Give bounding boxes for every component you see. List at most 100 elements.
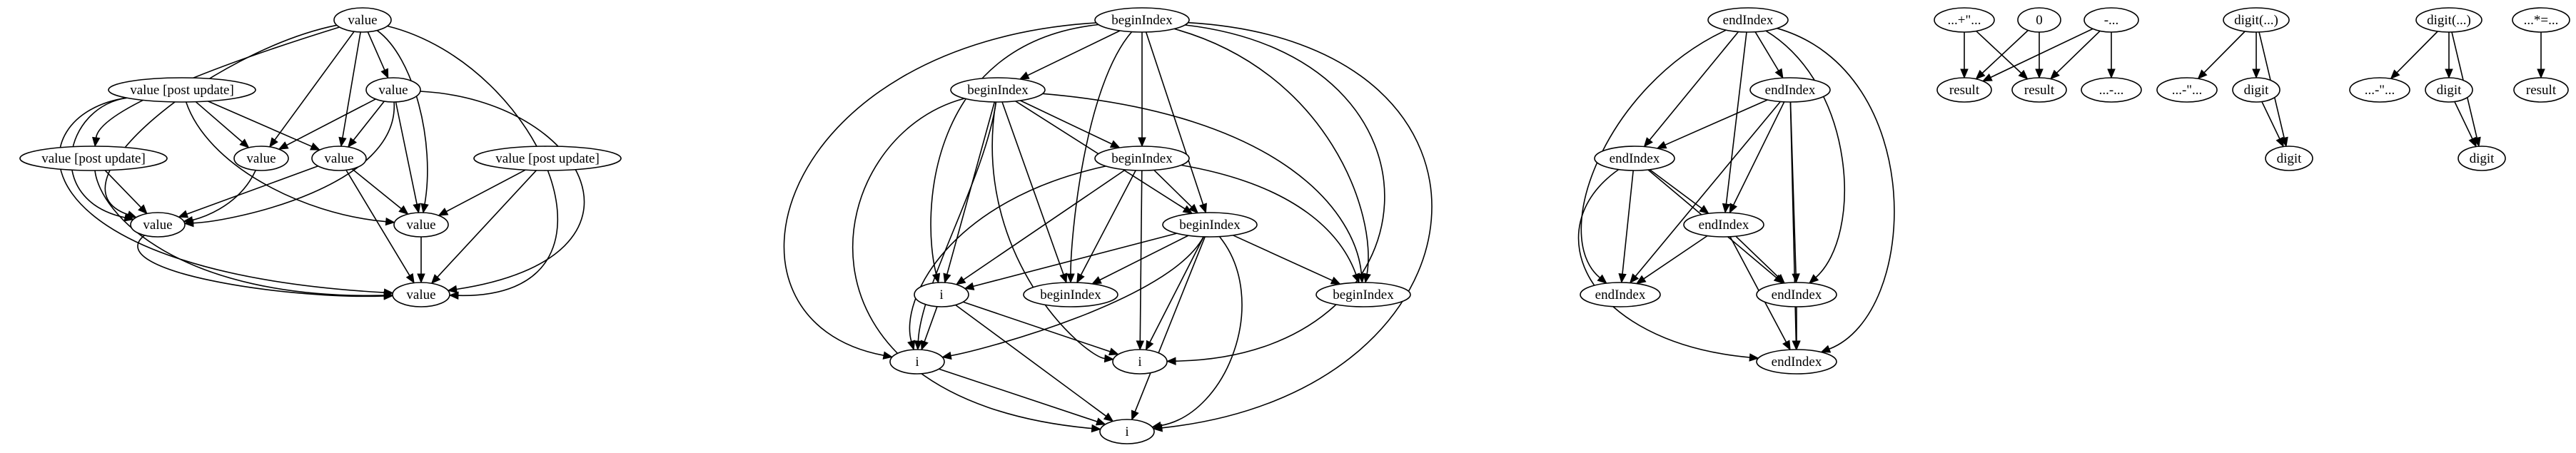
node-label: i (939, 287, 943, 302)
graph-node-e-4: endIndex (1580, 282, 1661, 307)
node-ellipse (2513, 77, 2569, 103)
arrowhead (2018, 69, 2029, 80)
edge-r-0-to-r-1 (1981, 29, 2029, 74)
arrowhead (1643, 137, 1653, 148)
arrowhead (1095, 417, 1106, 426)
graph-node-r-2: result (2011, 77, 2067, 103)
node-ellipse (1099, 419, 1155, 444)
arrowhead (1820, 345, 1832, 353)
edge-r-s1-to-r-2 (1976, 31, 2022, 74)
graph-node-e-6: endIndex (1756, 349, 1837, 375)
arrowhead (1108, 347, 1119, 356)
node-label: digit (2244, 83, 2270, 98)
node-label: value (143, 218, 172, 233)
arrowhead (138, 204, 148, 215)
edge-v-m-to-v-b (353, 101, 385, 141)
arrowhead (907, 340, 916, 351)
node-ellipse (333, 7, 392, 33)
arrowhead (1103, 412, 1114, 422)
arrowhead (2107, 68, 2116, 79)
graph-node-v-pu1: value [post update] (108, 77, 256, 103)
node-label: value (406, 218, 435, 233)
node-ellipse (233, 146, 289, 171)
edge-d1-d-to-d1-e (2261, 101, 2280, 140)
graph-node-r3-s: ...*=... (2512, 7, 2570, 33)
arrowhead (1131, 409, 1139, 421)
arrowhead (1188, 203, 1199, 214)
arrowhead (385, 217, 396, 226)
node-ellipse (2415, 7, 2482, 33)
arrowhead (920, 340, 929, 351)
node-ellipse (365, 77, 421, 103)
edge-v-c-to-v-bot (137, 235, 385, 297)
node-ellipse (311, 146, 367, 171)
graph-node-r3-r: result (2513, 77, 2569, 103)
edge-v-pu1-to-v-bot (59, 97, 385, 293)
edge-e-top-to-e-1 (1754, 31, 1779, 71)
arrowhead (2468, 136, 2477, 148)
graph-node-v-m: value (365, 77, 421, 103)
edge-v-top-to-v-b (342, 31, 361, 138)
edge-e-2-to-e-6 (1577, 168, 1750, 358)
node-label: value [post update] (41, 151, 146, 166)
node-ellipse (2425, 77, 2473, 103)
node-label: value (246, 151, 276, 166)
arrowhead (1103, 354, 1115, 363)
arrowhead (1352, 273, 1360, 284)
edge-b-3-to-i-2 (950, 236, 1204, 357)
node-ellipse (19, 146, 168, 171)
graph-node-b-2: beginIndex (1094, 146, 1190, 171)
arrowhead (2276, 136, 2284, 148)
arrowhead (2252, 68, 2261, 79)
graph-node-e-5: endIndex (1756, 282, 1837, 307)
node-label: result (1949, 83, 1980, 98)
node-label: endIndex (1772, 287, 1822, 302)
node-label: endIndex (1595, 287, 1646, 302)
edge-v-pu2-to-v-bot (94, 170, 385, 296)
edge-v-top-to-v-d (376, 30, 428, 205)
node-label: i (915, 355, 919, 370)
edge-b-2-to-i-1 (963, 169, 1126, 280)
node-label: digit(...) (2427, 13, 2471, 28)
node-layer: value value [post update] value value [post… (19, 7, 2570, 444)
edge-e-1-to-e-4 (1635, 101, 1781, 277)
arrowhead (1145, 340, 1154, 351)
node-ellipse (1594, 146, 1675, 171)
node-ellipse (1749, 77, 1831, 103)
node-ellipse (1023, 282, 1118, 307)
node-label: result (2024, 83, 2055, 98)
arrowhead (1136, 340, 1145, 351)
edge-b-1-to-b-5 (1042, 93, 1363, 275)
arrowhead (383, 292, 394, 300)
edge-i-1-to-i-4 (955, 304, 1107, 417)
edge-e-3-to-e-6 (1729, 236, 1787, 342)
graph-node-i-2: i (889, 349, 945, 375)
arrowhead (1076, 273, 1085, 284)
node-ellipse (2232, 77, 2280, 103)
arrowhead (430, 274, 441, 285)
node-ellipse (2083, 7, 2139, 33)
graph-node-b-1: beginIndex (950, 77, 1046, 103)
arrowhead (1618, 273, 1627, 284)
graph-node-v-bot: value (392, 282, 450, 307)
arrowhead (380, 68, 389, 79)
edge-i-1-to-i-2 (924, 306, 938, 342)
edge-e-1-to-e-3 (1732, 101, 1785, 205)
edge-v-pu1-to-v-b (208, 101, 313, 148)
arrowhead (2035, 68, 2044, 79)
node-label: beginIndex (1333, 287, 1394, 302)
arrowhead (2445, 68, 2453, 79)
arrowhead (1091, 424, 1102, 433)
graph-node-v-a: value (233, 146, 289, 171)
graph-node-d1-e: digit (2265, 146, 2313, 171)
graph-node-e-top: endIndex (1707, 7, 1789, 33)
arrowhead (1792, 340, 1801, 351)
node-ellipse (2156, 77, 2218, 103)
graph-node-d2-s: ...-"... (2349, 77, 2410, 103)
arrowhead (2390, 69, 2400, 80)
edge-v-pu3-to-v-d (445, 169, 526, 213)
node-label: endIndex (1699, 218, 1749, 233)
edge-v-a-to-v-c (191, 170, 257, 221)
edge-v-b-to-v-bot (345, 169, 410, 276)
